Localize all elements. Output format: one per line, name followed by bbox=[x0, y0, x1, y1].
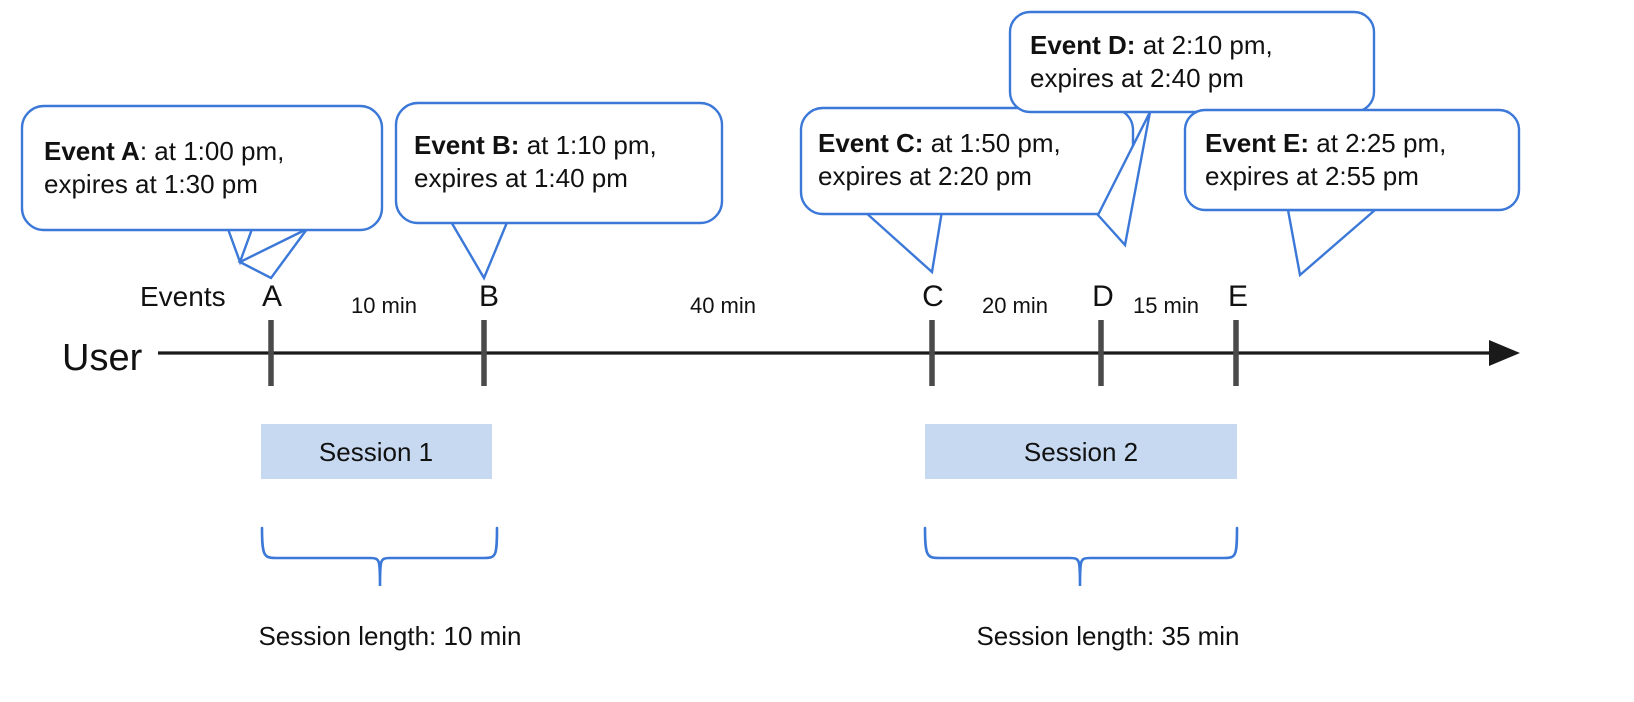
session-1-label: Session 1 bbox=[319, 437, 433, 467]
callout-event-c[interactable]: Event C: at 1:50 pm, expires at 2:20 pm bbox=[799, 106, 1135, 275]
session-2-length-label: Session length: 35 min bbox=[976, 621, 1239, 651]
events-label: Events bbox=[140, 281, 226, 312]
callout-d-tail bbox=[1096, 111, 1152, 248]
event-letter-a: A bbox=[262, 280, 282, 313]
brace-session-2 bbox=[923, 526, 1239, 587]
gap-label-b-c: 40 min bbox=[690, 293, 756, 318]
callout-e-line1: Event E: at 2:25 pm, bbox=[1205, 128, 1446, 158]
callout-d-line2: expires at 2:40 pm bbox=[1030, 63, 1244, 93]
event-letter-e: E bbox=[1228, 280, 1248, 313]
callout-event-e[interactable]: Event E: at 2:25 pm, expires at 2:55 pm bbox=[1183, 108, 1521, 278]
callout-a-box bbox=[20, 104, 384, 232]
callout-e-tail bbox=[1286, 208, 1379, 278]
callout-d-box bbox=[1008, 10, 1376, 114]
callout-d-line1: Event D: at 2:10 pm, bbox=[1030, 30, 1273, 60]
event-letter-d: D bbox=[1092, 280, 1114, 313]
callout-b-tail bbox=[447, 218, 510, 281]
callout-c-line1: Event C: at 1:50 pm, bbox=[818, 128, 1061, 158]
callout-b-line2: expires at 1:40 pm bbox=[414, 163, 628, 193]
axis-arrow-icon bbox=[1489, 340, 1520, 366]
event-letter-c: C bbox=[922, 280, 944, 313]
session-1-rect bbox=[261, 424, 492, 479]
event-ticks bbox=[268, 320, 1239, 386]
session-1-length-label: Session length: 10 min bbox=[258, 621, 521, 651]
callout-c-tail bbox=[860, 209, 944, 275]
gap-label-d-e: 15 min bbox=[1133, 293, 1199, 318]
session-2-label: Session 2 bbox=[1024, 437, 1138, 467]
session-2-rect bbox=[925, 424, 1237, 479]
callout-e-line2: expires at 2:55 pm bbox=[1205, 161, 1419, 191]
callout-a-line1: Event A: at 1:00 pm, bbox=[44, 136, 284, 166]
session-1[interactable]: Session 1 bbox=[261, 424, 492, 479]
gap-label-a-b: 10 min bbox=[351, 293, 417, 318]
axis-row-label: User bbox=[62, 337, 143, 379]
callout-a-line2: expires at 1:30 pm bbox=[44, 169, 258, 199]
callout-a-pointer bbox=[237, 227, 308, 280]
session-2[interactable]: Session 2 bbox=[925, 424, 1237, 479]
callout-c-line2: expires at 2:20 pm bbox=[818, 161, 1032, 191]
gap-label-c-d: 20 min bbox=[982, 293, 1048, 318]
callout-b-line1: Event B: at 1:10 pm, bbox=[414, 130, 657, 160]
callout-b-box bbox=[394, 101, 724, 225]
brace-session-1 bbox=[260, 526, 499, 587]
callout-event-a[interactable]: Event A: at 1:00 pm, expires at 1:30 pm bbox=[20, 104, 384, 280]
event-letter-b: B bbox=[479, 280, 499, 313]
callout-event-b[interactable]: Event B: at 1:10 pm, expires at 1:40 pm bbox=[394, 101, 724, 281]
callout-event-d[interactable]: Event D: at 2:10 pm, expires at 2:40 pm bbox=[1008, 10, 1376, 248]
callout-e-box bbox=[1183, 108, 1521, 212]
